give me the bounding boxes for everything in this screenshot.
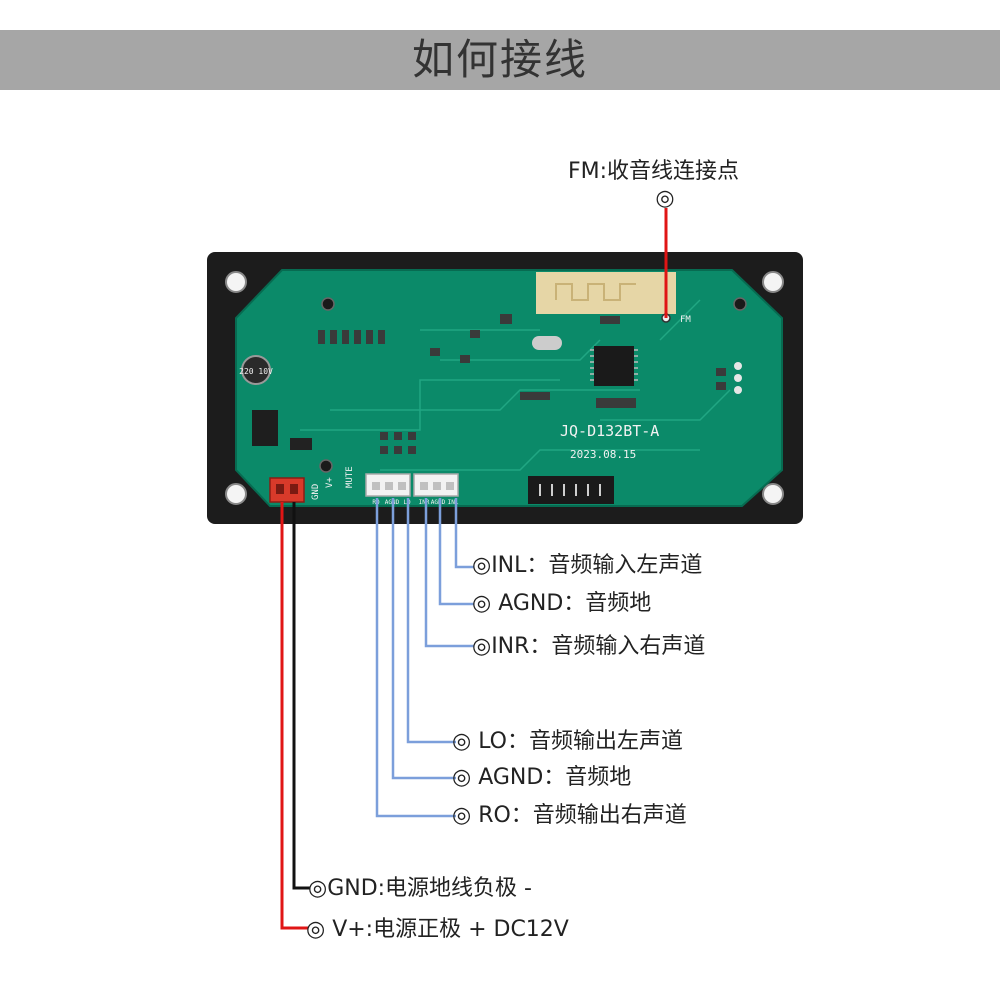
mounting-holes xyxy=(225,271,784,505)
agnd-in-wire xyxy=(438,498,474,606)
fm-pad-label: FM xyxy=(680,315,691,325)
main-chip xyxy=(594,346,634,386)
gnd-wire xyxy=(292,502,310,890)
vplus-callout: ◎ V+:电源正极 + DC12V xyxy=(306,917,569,942)
ro-callout: ◎ RO：音频输出右声道 xyxy=(452,803,687,828)
pcb xyxy=(235,269,783,507)
ro-wire xyxy=(375,498,456,818)
agnd-out-wire xyxy=(391,498,456,780)
connector-pin-label: INR xyxy=(419,499,430,506)
smd-components xyxy=(318,314,726,454)
vplus-wire xyxy=(280,502,308,930)
lo-wire xyxy=(406,498,456,744)
inl-callout: ◎INL：音频输入左声道 xyxy=(472,553,703,578)
connector-pin-label: INL xyxy=(448,499,459,506)
crystal xyxy=(532,336,562,350)
pcb-traces xyxy=(300,299,731,471)
screws xyxy=(319,297,747,473)
board-date: 2023.08.15 xyxy=(570,448,636,461)
connector-pin-label: AGND xyxy=(431,499,446,506)
inr-wire xyxy=(424,498,474,648)
mute-label: MUTE xyxy=(345,466,355,488)
board-model: JQ-D132BT-A xyxy=(560,422,659,440)
fm-callout: FM:收音线连接点 xyxy=(568,159,740,184)
page-title: 如何接线 xyxy=(411,35,588,84)
fm-marker-icon: ◎ xyxy=(655,186,674,211)
gnd-label: GND xyxy=(311,484,321,500)
lo-callout: ◎ LO：音频输出左声道 xyxy=(452,729,683,754)
inl-wire xyxy=(454,498,474,569)
antenna-area xyxy=(536,272,676,314)
inr-callout: ◎INR：音频输入右声道 xyxy=(472,634,706,659)
gnd-callout: ◎GND:电源地线负极 - xyxy=(308,876,532,901)
audio-wires xyxy=(375,498,474,818)
agnd-output-callout: ◎ AGND：音频地 xyxy=(452,765,632,790)
capacitor-label: 220 10V xyxy=(239,367,273,376)
vplus-label: V+ xyxy=(325,477,335,488)
agnd-input-callout: ◎ AGND：音频地 xyxy=(472,591,652,616)
voltage-regulator xyxy=(252,410,278,446)
electrolytic-capacitor xyxy=(241,355,271,385)
title-banner xyxy=(0,30,1000,90)
power-connector xyxy=(269,477,305,503)
